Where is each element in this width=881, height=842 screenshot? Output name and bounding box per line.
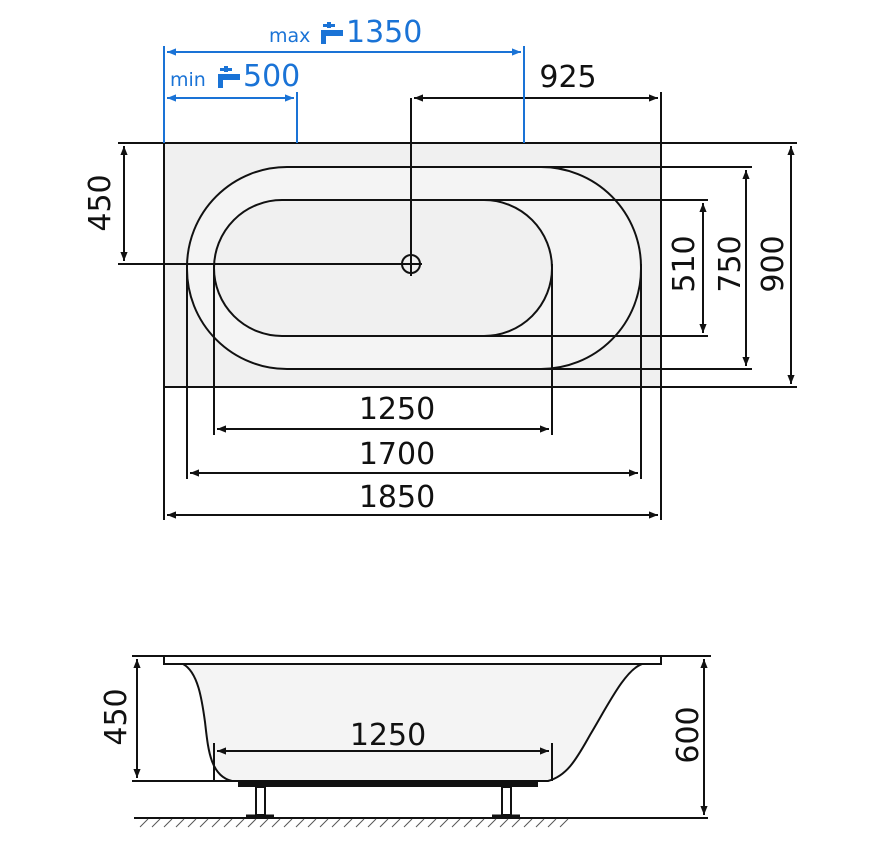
- drain-symbol: [400, 98, 422, 276]
- dim-label-510: 510: [667, 235, 702, 292]
- support-leg: [255, 786, 266, 816]
- dim-label-1700: 1700: [359, 437, 435, 472]
- support-leg: [501, 786, 512, 816]
- max-label: max: [269, 25, 310, 47]
- tub-rim-side: [163, 655, 662, 665]
- dim-label-750: 750: [713, 235, 748, 292]
- min-value: 500: [243, 59, 300, 94]
- faucet-icon: [218, 66, 240, 88]
- dim-label-450-top: 450: [83, 174, 118, 231]
- dim-label-1250-top: 1250: [359, 392, 435, 427]
- dim-label-1250-side: 1250: [350, 718, 426, 753]
- min-label: min: [170, 69, 206, 91]
- floor-hatch: [139, 818, 569, 828]
- dim-label-600: 600: [671, 706, 706, 763]
- dim-label-1850: 1850: [359, 480, 435, 515]
- tub-basin: [213, 199, 553, 337]
- dim-label-900: 900: [756, 235, 791, 292]
- dim-label-450-side: 450: [99, 688, 134, 745]
- tub-base-plate: [238, 781, 538, 787]
- dim-label-925: 925: [539, 60, 596, 95]
- max-value: 1350: [346, 15, 422, 50]
- faucet-icon: [321, 22, 343, 44]
- top-view: 450 925 max 1350 min 500: [83, 15, 797, 520]
- side-view: 450 1250 600: [99, 655, 711, 828]
